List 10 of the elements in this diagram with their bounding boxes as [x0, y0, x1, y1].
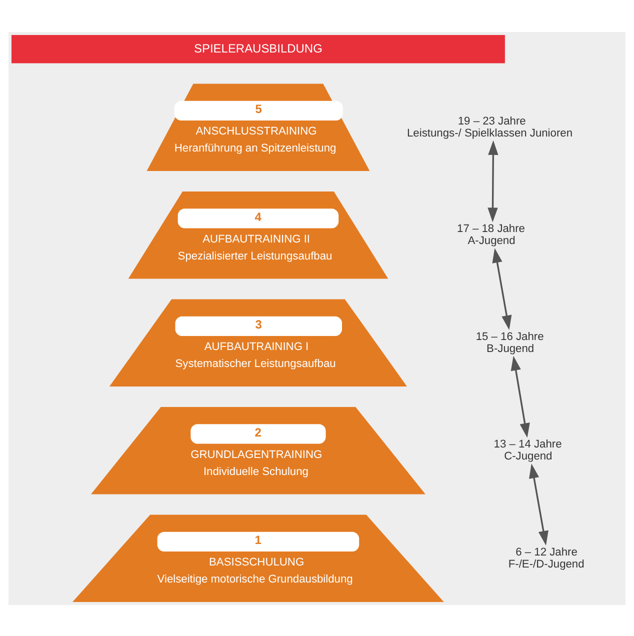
- node-text: 19 – 23 Jahre Leistungs-/ Spielklassen Junioren: [407, 114, 573, 139]
- arrow: [529, 463, 548, 545]
- node-box: SPIELERAUSBILDUNG: [11, 34, 505, 63]
- node-text: 17 – 18 Jahre A-Jugend: [457, 222, 525, 247]
- arrow: [492, 248, 512, 330]
- arrow: [488, 140, 498, 222]
- arrow: [510, 355, 530, 438]
- node-text: 13 – 14 Jahre C-Jugend: [494, 438, 562, 462]
- node-text: 6 – 12 Jahre F-/E-/D-Jugend: [508, 546, 584, 570]
- node-text: 15 – 16 Jahre B-Jugend: [476, 330, 544, 354]
